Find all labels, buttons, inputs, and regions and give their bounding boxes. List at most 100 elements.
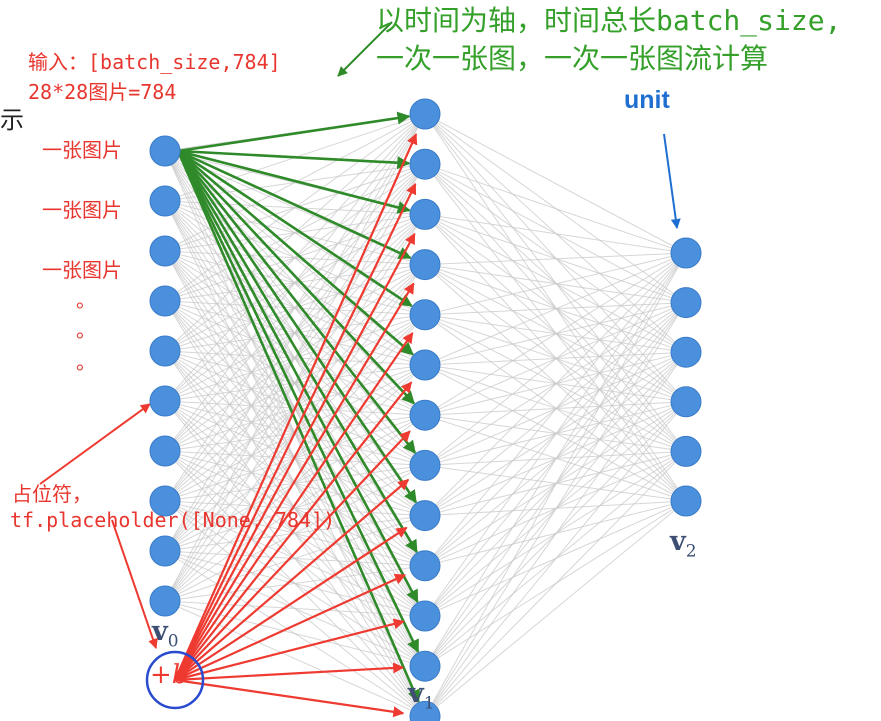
bias-arrow-12 (174, 678, 405, 718)
connection-v0-v1 (164, 113, 426, 602)
connection-v1-v2 (424, 252, 687, 717)
input-node-3 (149, 285, 181, 317)
bias-arrow-10 (174, 618, 405, 682)
hidden-node-5 (409, 349, 441, 381)
bias-circle (145, 650, 205, 710)
hidden-node-8 (409, 500, 441, 532)
connection-v0-v1 (164, 113, 426, 502)
green-arrow-8 (176, 150, 418, 504)
green-arrow-2 (177, 149, 411, 214)
node-group (149, 98, 702, 721)
hidden-node-10 (409, 600, 441, 632)
input-shape-label: 输入：[batch_size,784] (28, 50, 281, 74)
connection-v1-v2 (424, 252, 687, 266)
hidden-node-11 (409, 650, 441, 682)
hidden-node-9 (409, 550, 441, 582)
input-node-1 (149, 185, 181, 217)
connection-v0-v1 (164, 113, 426, 302)
connection-v0-v1 (164, 364, 426, 602)
green-arrow-1 (177, 149, 411, 170)
output-node-4 (670, 435, 702, 467)
bias-arrow-5 (174, 381, 413, 681)
placeholder-pointer-arrow (39, 403, 151, 485)
green-arrow-5 (177, 150, 414, 356)
connection-v1-v2 (424, 500, 687, 717)
green-arrow-6 (177, 150, 416, 405)
output-node-5 (670, 485, 702, 517)
input-node-8 (149, 535, 181, 567)
connection-v1-v2 (424, 401, 687, 717)
green-arrow-7 (176, 150, 417, 454)
connection-v1-v2 (424, 163, 687, 254)
time-axis-pointer-arrow (337, 21, 393, 77)
connection-v0-v1 (164, 163, 426, 602)
ellipsis-dot-1: 。 (76, 288, 96, 312)
bias-arrow-1 (174, 183, 417, 681)
input-node-9 (149, 585, 181, 617)
hidden-node-0 (409, 98, 441, 130)
connection-v1-v2 (424, 252, 687, 667)
green-arrow-9 (176, 150, 418, 554)
placeholder-label: 占位符， (12, 482, 92, 506)
connection-v1-v2 (424, 351, 687, 717)
unit-label: unit (624, 86, 670, 114)
layer-label-v0: v0 (152, 616, 179, 652)
connection-v1-v2 (424, 252, 687, 617)
input-node-5 (149, 385, 181, 417)
connection-v0-v1 (164, 113, 426, 252)
image-label-1: 一张图片 (42, 138, 122, 162)
bias-arrow-8 (174, 526, 408, 681)
input-node-2 (149, 235, 181, 267)
green-arrow-3 (177, 149, 412, 260)
output-node-3 (670, 386, 702, 418)
bias-arrow-0 (173, 133, 418, 681)
bias-arrow-9 (174, 573, 406, 682)
placeholder-to-bias-arrow (111, 519, 158, 649)
connection-v1-v2 (424, 252, 687, 366)
hidden-node-7 (409, 449, 441, 481)
bias-arrow-6 (174, 430, 411, 681)
input-node-4 (149, 335, 181, 367)
connection-v1-v2 (424, 252, 687, 567)
bias-label: +b (150, 660, 189, 690)
connection-v0-v1 (164, 113, 426, 352)
green-arrow-10 (176, 150, 419, 604)
time-axis-note-line2: 一次一张图，一次一张图流计算 (376, 42, 769, 75)
input-node-6 (149, 435, 181, 467)
connection-v0-v1 (164, 464, 426, 602)
hidden-node-12 (409, 700, 441, 721)
bias-arrow-11 (174, 662, 405, 682)
left-edge-char: 示 (0, 106, 24, 134)
connection-v0-v1 (164, 565, 426, 602)
time-axis-note-line1: 以时间为轴，时间总长batch_size, (376, 4, 842, 37)
ellipsis-dot-2: 。 (76, 318, 96, 342)
output-node-1 (670, 287, 702, 319)
hidden-node-6 (409, 399, 441, 431)
input-node-0 (149, 135, 181, 167)
bias-arrow-2 (174, 232, 416, 681)
connection-v1-v2 (424, 252, 687, 416)
red-arrow-group (39, 133, 418, 718)
bias-arrow-3 (174, 282, 415, 681)
connection-v1-v2 (424, 451, 687, 717)
annotation-marks (145, 133, 681, 710)
output-node-2 (670, 336, 702, 368)
hidden-node-4 (409, 299, 441, 331)
connection-v1-v2 (424, 302, 687, 717)
green-arrow-4 (177, 149, 413, 308)
output-node-0 (670, 237, 702, 269)
image-label-3: 一张图片 (42, 258, 122, 282)
image-label-2: 一张图片 (42, 198, 122, 222)
hidden-node-3 (409, 249, 441, 281)
green-arrow-0 (177, 111, 411, 153)
unit-pointer-arrow (663, 133, 681, 229)
layer-label-v1: v1 (408, 678, 435, 714)
connection-v0-v1 (164, 113, 426, 452)
placeholder-code: tf.placeholder([None, 784]) (10, 508, 336, 532)
hidden-node-1 (409, 148, 441, 180)
bias-arrow-7 (174, 478, 410, 681)
connection-v0-v1 (164, 113, 426, 552)
input-size-label: 28*28图片=784 (28, 80, 177, 104)
connection-v1-v2 (424, 113, 687, 254)
input-node-7 (149, 485, 181, 517)
